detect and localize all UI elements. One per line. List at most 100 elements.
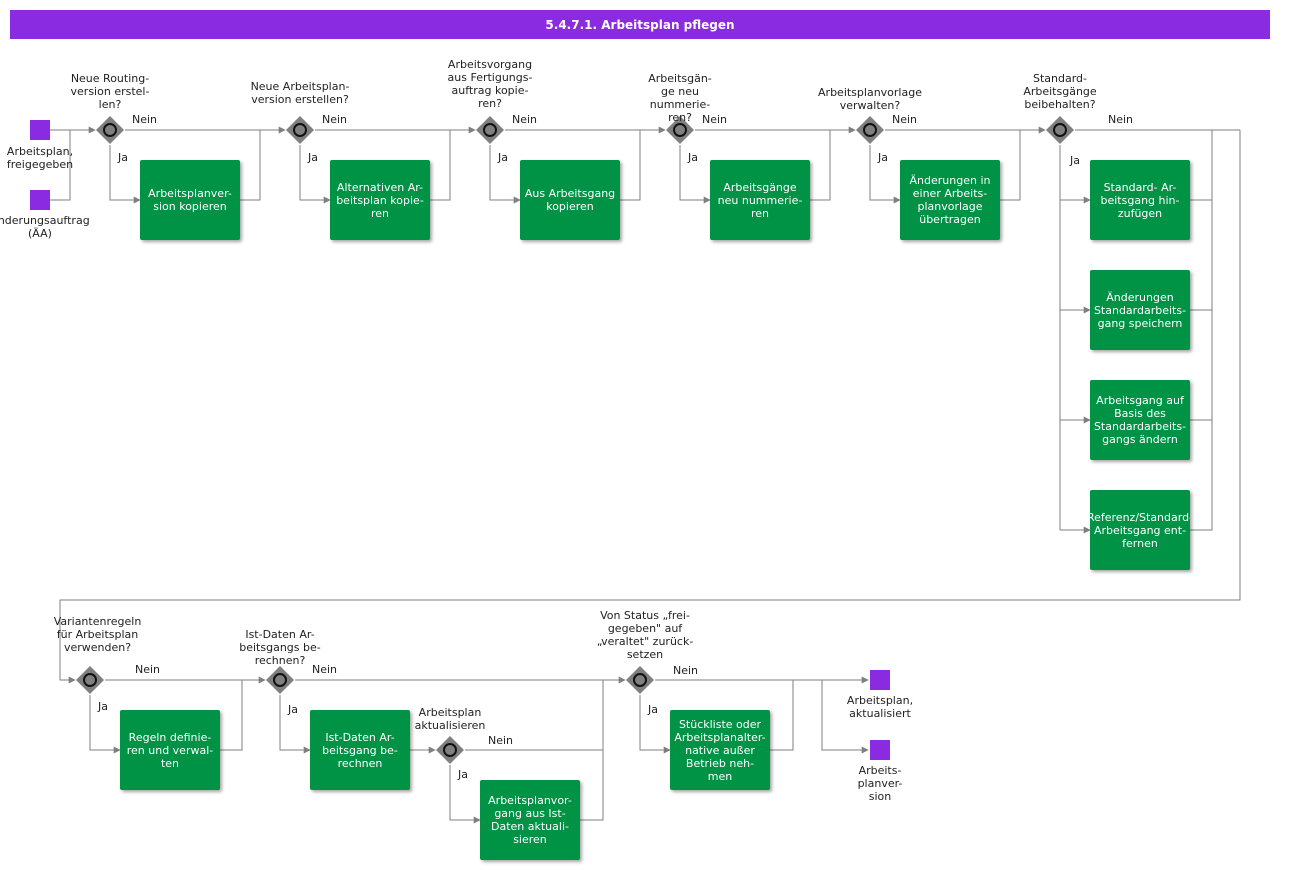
task-label: Arbeitsplanver- sion kopieren xyxy=(148,187,232,213)
sequence-flow xyxy=(89,695,121,754)
task-box[interactable]: Änderungen Standardarbeits- gang speiche… xyxy=(1090,270,1190,350)
task-label: Änderungen Standardarbeits- gang speiche… xyxy=(1093,290,1187,330)
task-label: Arbeitsplanvor- gang aus Ist- Daten aktu… xyxy=(488,794,572,846)
task-box[interactable]: Arbeitsgang auf Basis des Standardarbeit… xyxy=(1090,380,1190,460)
flow-label-no: Nein xyxy=(512,113,538,126)
task-box[interactable]: Arbeitsplanver- sion kopieren xyxy=(140,160,240,240)
flow-label-no: Nein xyxy=(488,734,514,747)
flow-label-yes: Ja xyxy=(118,151,128,164)
sequence-flow xyxy=(449,765,481,824)
sequence-flow xyxy=(430,130,451,201)
event-label: Arbeits- planver- sion xyxy=(857,764,903,803)
sequence-flow xyxy=(109,145,141,204)
sequence-flow xyxy=(770,680,794,751)
event-label: Änderungsauftrag (ÄA) xyxy=(0,214,90,240)
decision-gateway[interactable] xyxy=(435,735,465,765)
task-label: Alternativen Ar- beitsplan kopie- ren xyxy=(336,180,424,220)
decision-gateway[interactable] xyxy=(75,665,105,695)
decision-gateway[interactable] xyxy=(1045,115,1075,145)
task-label: Referenz/Standard- Arbeitsgang ent- fern… xyxy=(1090,510,1190,550)
sequence-flow xyxy=(299,145,331,204)
end-event[interactable] xyxy=(870,670,890,690)
sequence-flow xyxy=(810,130,831,201)
start-event[interactable] xyxy=(30,120,50,140)
task-label: Standard- Ar- beitsgang hin- zufügen xyxy=(1100,180,1180,220)
task-box[interactable]: Stückliste oder Arbeitsplanalter- native… xyxy=(670,710,770,790)
task-box[interactable]: Standard- Ar- beitsgang hin- zufügen xyxy=(1090,160,1190,240)
sequence-flow xyxy=(679,145,711,204)
diagram-title: 5.4.7.1. Arbeitsplan pflegen xyxy=(10,10,1270,39)
decision-gateway[interactable] xyxy=(265,665,295,695)
flow-label-yes: Ja xyxy=(288,703,298,716)
sequence-flow xyxy=(869,145,901,204)
sequence-flow xyxy=(59,130,1241,684)
flow-label-no: Nein xyxy=(322,113,348,126)
sequence-flow xyxy=(620,130,641,201)
task-label: Regeln definie- ren und verwal- ten xyxy=(126,730,214,770)
decision-gateway[interactable] xyxy=(475,115,505,145)
sequence-flow xyxy=(1190,130,1213,531)
gateway-label: Von Status „frei- gegeben" auf „veraltet… xyxy=(596,609,694,661)
flow-label-yes: Ja xyxy=(498,151,508,164)
gateway-label: Arbeitsvorgang aus Fertigungs- auftrag k… xyxy=(447,58,533,110)
flow-label-no: Nein xyxy=(1108,113,1134,126)
gateway-label: Arbeitsgän- ge neu nummerie- ren? xyxy=(648,72,712,124)
end-event[interactable] xyxy=(870,740,890,760)
event-label: Arbeitsplan, aktualisiert xyxy=(846,694,914,720)
decision-gateway[interactable] xyxy=(95,115,125,145)
sequence-flow xyxy=(639,695,671,754)
task-box[interactable]: Alternativen Ar- beitsplan kopie- ren xyxy=(330,160,430,240)
task-label: Ist-Daten Ar- beitsgang be- rechnen xyxy=(322,730,398,770)
start-event[interactable] xyxy=(30,190,50,210)
sequence-flow xyxy=(50,129,71,201)
task-label: Arbeitsgänge neu nummerie- ren xyxy=(717,180,803,220)
event-label: Arbeitsplan, freigegeben xyxy=(6,145,74,171)
task-box[interactable]: Referenz/Standard- Arbeitsgang ent- fern… xyxy=(1090,490,1190,570)
flow-label-yes: Ja xyxy=(878,151,888,164)
flow-label-no: Nein xyxy=(135,663,161,676)
flow-label-yes: Ja xyxy=(648,703,658,716)
task-box[interactable]: Arbeitsgänge neu nummerie- ren xyxy=(710,160,810,240)
task-label: Arbeitsgang auf Basis des Standardarbeit… xyxy=(1093,394,1187,446)
sequence-flow xyxy=(1000,130,1021,201)
gateway-label: Neue Arbeitsplan- version erstellen? xyxy=(250,80,350,106)
task-label: Änderungen in einer Arbeits- planvorlage… xyxy=(909,174,991,226)
flow-label-yes: Ja xyxy=(98,700,108,713)
gateway-label: Variantenregeln für Arbeitsplan verwende… xyxy=(53,615,142,654)
decision-gateway[interactable] xyxy=(285,115,315,145)
sequence-flow xyxy=(1190,130,1213,311)
sequence-flow xyxy=(821,680,869,754)
flow-label-yes: Ja xyxy=(688,151,698,164)
sequence-flow xyxy=(580,750,604,821)
gateway-label: Neue Routing- version erstel- len? xyxy=(70,72,150,111)
gateway-label: Ist-Daten Ar- beitsgangs be- rechnen? xyxy=(239,628,321,667)
task-box[interactable]: Aus Arbeitsgang kopieren xyxy=(520,160,620,240)
task-box[interactable]: Arbeitsplanvor- gang aus Ist- Daten aktu… xyxy=(480,780,580,860)
sequence-flow xyxy=(1190,130,1213,421)
sequence-flow xyxy=(240,130,261,201)
flow-label-no: Nein xyxy=(702,113,728,126)
sequence-flow xyxy=(279,695,311,754)
sequence-flow xyxy=(489,145,521,204)
flow-label-no: Nein xyxy=(132,113,158,126)
gateway-label: Standard- Arbeitsgänge beibehalten? xyxy=(1023,72,1097,111)
gateway-label: Arbeitsplanvorlage verwalten? xyxy=(818,86,922,112)
task-box[interactable]: Änderungen in einer Arbeits- planvorlage… xyxy=(900,160,1000,240)
flow-label-no: Nein xyxy=(312,663,338,676)
decision-gateway[interactable] xyxy=(665,115,695,145)
flow-label-yes: Ja xyxy=(1070,154,1080,167)
task-label: Stückliste oder Arbeitsplanalter- native… xyxy=(674,717,766,783)
decision-gateway[interactable] xyxy=(855,115,885,145)
decision-gateway[interactable] xyxy=(625,665,655,695)
task-label: Aus Arbeitsgang kopieren xyxy=(524,187,616,213)
flow-label-no: Nein xyxy=(892,113,918,126)
gateway-label: Arbeitsplan aktualisieren xyxy=(414,706,486,732)
flow-label-yes: Ja xyxy=(308,151,318,164)
sequence-flow xyxy=(220,680,243,751)
task-box[interactable]: Regeln definie- ren und verwal- ten xyxy=(120,710,220,790)
flow-label-no: Nein xyxy=(673,664,699,677)
task-box[interactable]: Ist-Daten Ar- beitsgang be- rechnen xyxy=(310,710,410,790)
sequence-flow xyxy=(1190,130,1213,201)
flow-label-yes: Ja xyxy=(458,768,468,781)
